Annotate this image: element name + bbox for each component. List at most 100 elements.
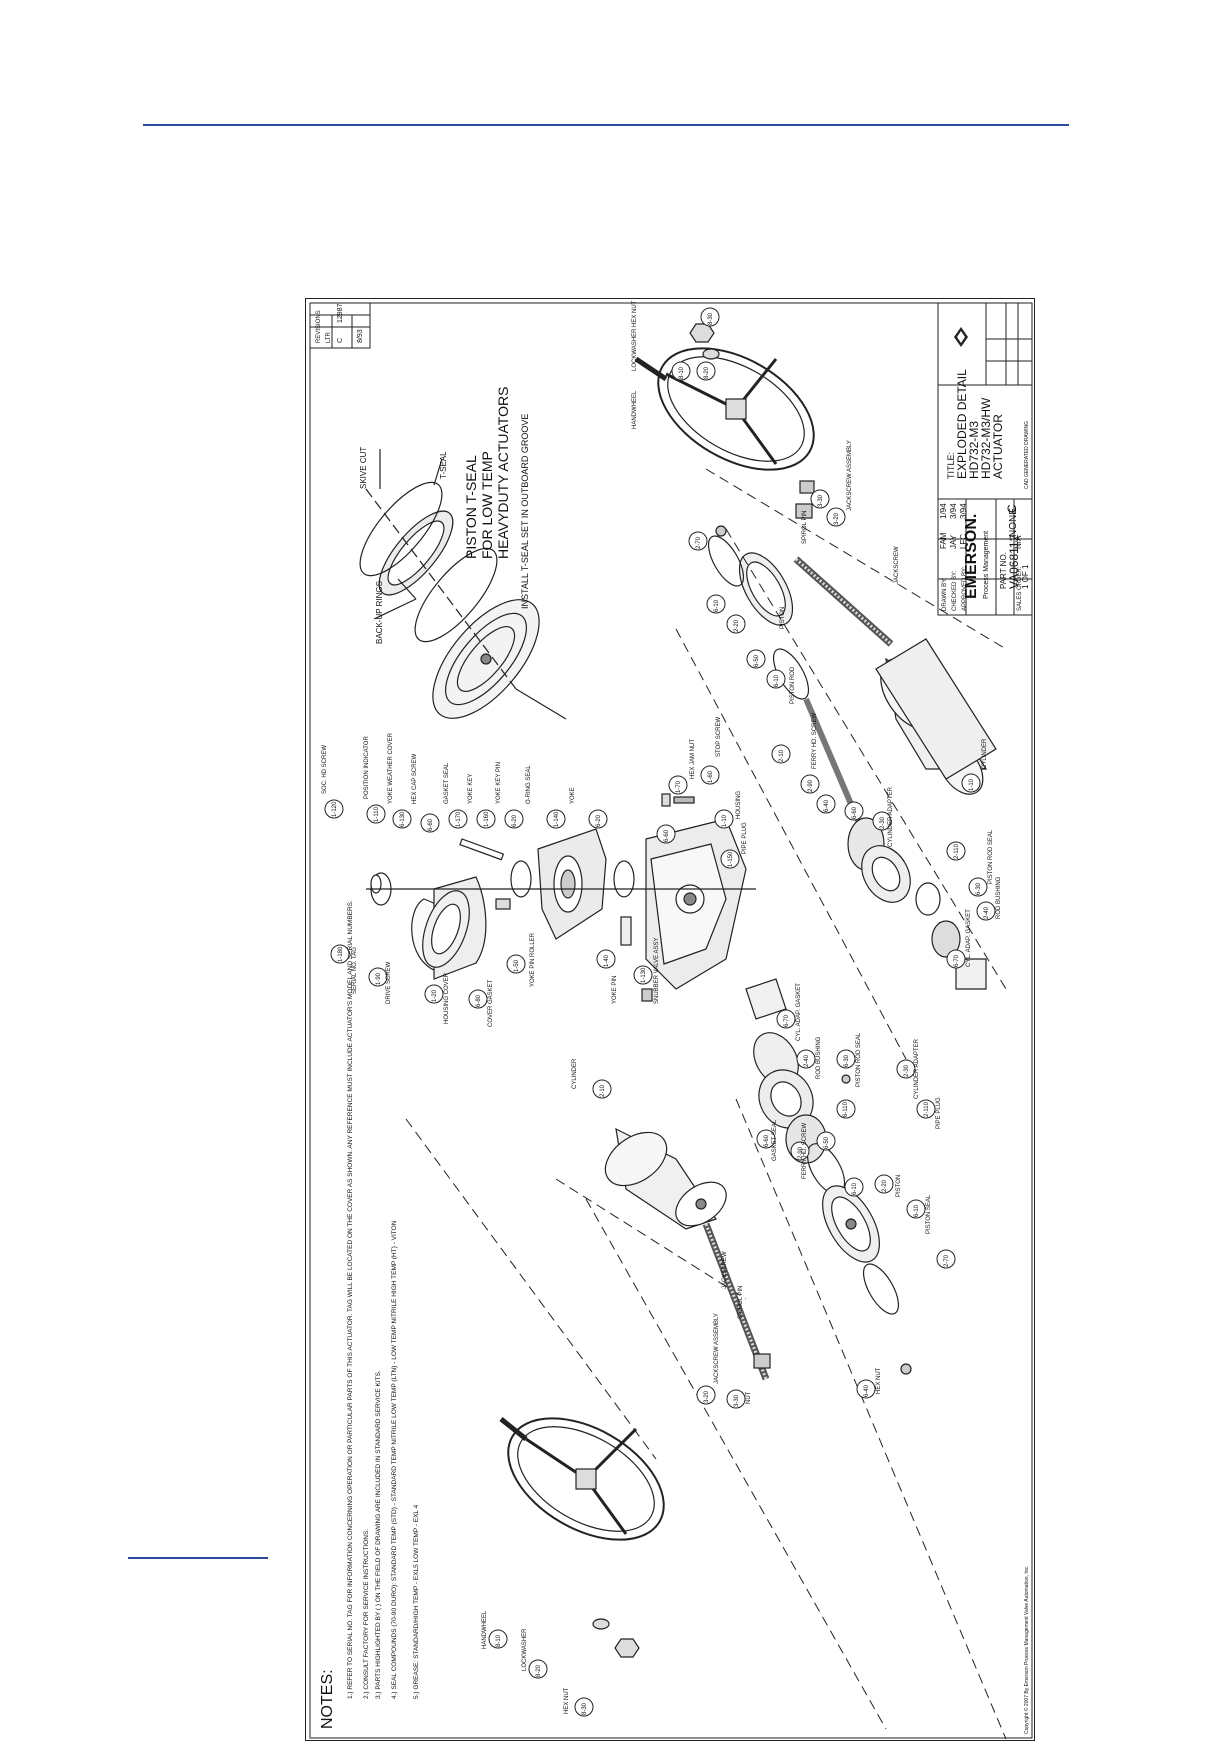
bubble-cgask-r: 6-70 [954, 954, 960, 967]
bubble-cadap-r: 2-30 [880, 816, 886, 829]
bubble-housing: 1-10 [722, 814, 728, 827]
label-yoke: YOKE [570, 787, 576, 804]
bubble-ypin: 1-40 [604, 954, 610, 967]
bubble-gasket1: 6-60 [428, 818, 434, 831]
label-serial-no-tag: SERIAL NO. TAG [352, 947, 358, 994]
rev-date: 8/93 [357, 329, 364, 343]
notes: NOTES: 1.) REFER TO SERIAL NO. TAG FOR I… [319, 900, 420, 1729]
bubble-nut-r: 3-30 [818, 494, 824, 507]
dwg-size: C [1005, 504, 1019, 513]
note-3: 3.) PARTS HIGHLIGHTED BY ( ) ON THE FIEL… [375, 1370, 382, 1699]
backup-rings-label: BACK-UP RINGS [375, 581, 384, 644]
label-gasket-seal-l: GASKET SEAL [772, 1119, 778, 1161]
bubble-jackasm-l: 3-20 [704, 1390, 710, 1403]
bubble-weather: 6-130 [400, 811, 406, 827]
bubble-gasket2: 6-60 [664, 829, 670, 842]
label-gasket-seal: GASKET SEAL [444, 762, 450, 804]
label-ferry-hd-screw-l: FERRY HD. SCREW [802, 1123, 808, 1179]
bubble-yoke: 1-140 [554, 811, 560, 827]
approved-by: LFC [959, 534, 968, 549]
label-position-indicator: POSITION INDICATOR [364, 736, 370, 799]
bubble-gseal-r: 6-60 [852, 806, 858, 819]
bubble-oring-r2: 6-40 [824, 799, 830, 812]
title-line-3: HD732-M3/HW [979, 397, 993, 479]
left-cylinder-assembly [499, 978, 912, 1658]
bubble-pos-ind: 1-110 [374, 806, 380, 822]
title-line-1: EXPLODED DETAIL [955, 369, 969, 479]
note-4: 4.) SEAL COMPOUNDS (70-90 DURO): STANDAR… [391, 1220, 398, 1699]
label-hex-nut-l: HEX NUT [564, 1687, 570, 1714]
label-lockwasher-r: LOCKWASHER [632, 328, 638, 371]
approved-date: 3/94 [959, 503, 968, 519]
bubble-cgask-l: 6-70 [784, 1014, 790, 1027]
label-jackscrew-assembly-l: JACKSCREW ASSEMBLY [714, 1313, 720, 1384]
bubble-rod-r: 2-10 [779, 749, 785, 762]
rev-col-ltr: LTR [326, 331, 332, 343]
drawn-by: FAM [939, 532, 948, 549]
right-cylinder-assembly [634, 323, 997, 990]
bubble-pplug-l: 2-110 [924, 1101, 930, 1117]
bubble-cgasket: 6-80 [476, 994, 482, 1007]
title-label: TITLE: [946, 452, 956, 479]
install-note: INSTALL T-SEAL SET IN OUTBOARD GROOVE [520, 414, 530, 609]
company-name: EMERSON. [963, 514, 980, 599]
label-piston-seal-l: PISTON SEAL [926, 1194, 932, 1234]
bubble-oring2: 6-20 [596, 814, 602, 827]
bubble-hexnut-r2: 2-70 [696, 536, 702, 549]
label-lockwasher-l: LOCKWASHER [522, 1628, 528, 1671]
detail-text: PISTON T-SEAL FOR LOW TEMP HEAVYDUTY ACT… [359, 387, 530, 644]
checked-date: 3/94 [949, 503, 958, 519]
bubble-pseal-r1: 6-10 [714, 599, 720, 612]
note-5: 5.) GREASE: STANDARD/HIGH TEMP - EXL5 LO… [413, 1504, 420, 1699]
header-rule [143, 124, 1069, 126]
bubble-bush-r: 2-40 [984, 906, 990, 919]
checked-by-label: CHECKED BY: [952, 570, 958, 611]
label-pipe-plug-l: PIPE PLUG [936, 1097, 942, 1129]
label-yoke-pin: YOKE PIN [612, 976, 618, 1004]
cad-note: CAD GENERATED DRAWING [1024, 421, 1030, 489]
bubble-pseal-r2: 6-10 [774, 674, 780, 687]
bubble-pplug: 1-150 [728, 851, 734, 867]
page: PART NO. VA068112 1 OF 1 NONE C EMERSON.… [128, 124, 1069, 1741]
label-housing: HOUSING [736, 791, 742, 819]
bubble-oring-r: 6-50 [754, 654, 760, 667]
company-sub: Process Management [983, 531, 990, 599]
bubble-hexnut-l2: 2-70 [944, 1254, 950, 1267]
label-piston-rod-seal-l: PISTON ROD SEAL [856, 1032, 862, 1087]
label-rod-bushing-r: ROD BUSHING [996, 876, 1002, 919]
bubble-fplug-l: 6-40 [864, 1384, 870, 1397]
label-snubber-valve: SNUBBER VALVE ASSY [654, 938, 660, 1004]
bubble-pplug-r: 2-110 [954, 843, 960, 859]
callouts: 1-120 1-110 6-130 6-60 1-170 1-160 6-20 … [322, 300, 1002, 1717]
bubble-lockw-l: 8-20 [536, 1664, 542, 1677]
scale: NONE [1008, 508, 1019, 537]
bubble-cadap-l: 2-30 [904, 1064, 910, 1077]
notes-title: NOTES: [319, 1669, 336, 1729]
revisions-header: REVISIONS [316, 310, 322, 343]
label-cyl-adap-gasket-r: CYL. ADAP. GASKET [966, 909, 972, 967]
label-cylinder-adapter-l: CYLINDER ADAPTER [914, 1038, 920, 1099]
bubble-lockw-r: 8-20 [704, 366, 710, 379]
note-1: 1.) REFER TO SERIAL NO. TAG FOR INFORMAT… [347, 900, 354, 1699]
label-spiral-pin-r: SPIROL PIN [802, 511, 808, 544]
label-hex-cap-screw: HEX CAP SCREW [412, 753, 418, 804]
bubble-hexnut-r: 8-30 [708, 312, 714, 325]
bubble-key: 1-170 [456, 811, 462, 827]
bubble-oring1: 6-20 [512, 814, 518, 827]
bubble-ferry-l: 2-90 [798, 1146, 804, 1159]
detail-title-3: HEAVYDUTY ACTUATORS [495, 387, 511, 559]
label-yoke-key: YOKE KEY [468, 774, 474, 804]
bubble-gseal-l: 6-60 [764, 1134, 770, 1147]
label-ferry-hd-screw-r: FERRY HD. SCREW [812, 713, 818, 769]
label-yoke-key-pin: YOKE KEY PIN [496, 762, 502, 804]
bubble-stop: 1-60 [708, 770, 714, 783]
sheet: 1 OF 1 [1021, 564, 1030, 589]
bubble-jamnut: 1-70 [676, 780, 682, 793]
label-spiral-pin-l: SPIROL PIN [738, 1286, 744, 1319]
bubble-piston-l: 2-20 [882, 1179, 888, 1192]
label-soc-hd-screw: SOC. HD SCREW [322, 745, 328, 794]
part-no-label: PART NO. [999, 552, 1008, 589]
title-line-4: ACTUATOR [991, 414, 1005, 479]
approved-by-label: APPROVED BY: [962, 566, 968, 611]
sales-order: N/A [1014, 535, 1023, 549]
